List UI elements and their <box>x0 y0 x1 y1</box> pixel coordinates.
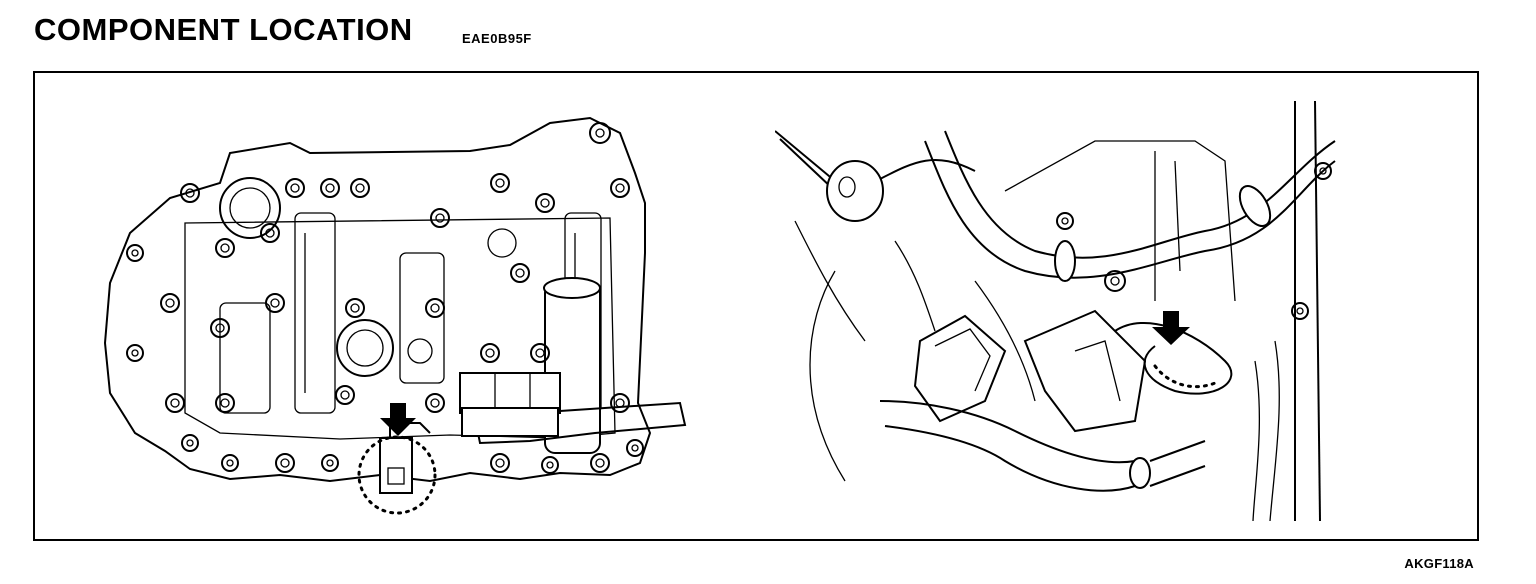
valve-body-view <box>90 103 710 523</box>
valve-body-drawing <box>103 116 687 515</box>
page-title: COMPONENT LOCATION <box>34 12 413 47</box>
figure-reference: AKGF118A <box>1404 556 1474 571</box>
section-code: EAE0B95F <box>462 31 532 46</box>
harness-connector <box>913 314 1007 423</box>
transaxle-view <box>775 101 1355 526</box>
transaxle-drawing <box>775 101 1336 522</box>
down-arrow-icon <box>1152 311 1190 345</box>
location-highlight <box>357 435 437 515</box>
sensor-body <box>379 437 413 494</box>
figure-frame <box>33 71 1479 541</box>
connector-base <box>461 407 559 437</box>
connector-block <box>459 372 561 414</box>
bolt-group <box>126 122 644 474</box>
location-highlight <box>1153 364 1217 389</box>
down-arrow-icon <box>380 403 416 436</box>
